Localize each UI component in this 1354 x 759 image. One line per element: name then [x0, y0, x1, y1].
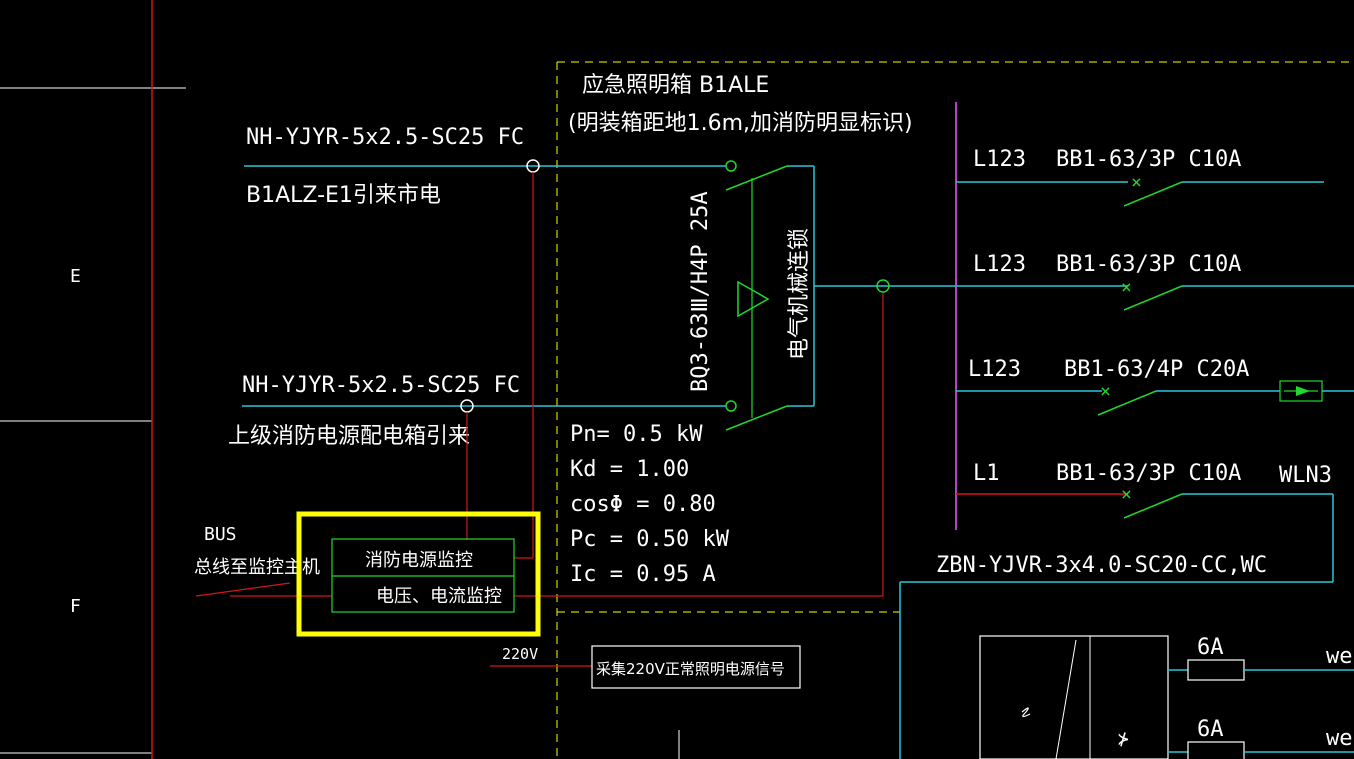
ac-symbol-icon: [1021, 707, 1031, 718]
fuse-2-icon: [1187, 741, 1245, 759]
circuit-4-cable: ZBN-YJVR-3x4.0-SC20-CC,WC: [936, 553, 1267, 578]
fuse-1-icon: [1187, 659, 1245, 681]
fuse-1-rating: 6A: [1197, 635, 1224, 660]
param-ic: Ic = 0.95 A: [570, 562, 716, 587]
param-pn: Pn= 0.5 kW: [570, 422, 703, 447]
feeder-1-source-label: B1ALZ-E1引来市电: [246, 183, 441, 208]
circuit-1: L123 BB1-63/3P C10A ×: [956, 147, 1324, 207]
distribution-box-outline: [556, 61, 1354, 759]
volt-current-monitor-label: 电压、电流监控: [376, 586, 502, 607]
circuit-3-breaker: BB1-63/4P C20A: [1064, 357, 1249, 382]
circuit-2-phase: L123: [973, 252, 1026, 277]
breaker-cross-icon: ×: [1100, 381, 1111, 402]
param-pc: Pc = 0.50 kW: [570, 527, 730, 552]
load-parameters: Pn= 0.5 kW Kd = 1.00 cosΦ = 0.80 Pc = 0.…: [570, 422, 730, 587]
terminal-icon: [725, 160, 737, 172]
bus-desc: 总线至监控主机: [194, 557, 320, 578]
highlight-frame: [296, 511, 541, 637]
interlock-label: 电气机械连锁: [787, 228, 812, 360]
signal-collect-label: 采集220V正常照明电源信号: [596, 660, 785, 678]
breaker-cross-icon: ×: [1121, 484, 1132, 505]
feeder-2-source-label: 上级消防电源配电箱引来: [228, 424, 470, 449]
signal-voltage-label: 220V: [502, 645, 538, 663]
circuit-2-breaker: BB1-63/3P C10A: [1056, 252, 1241, 277]
lower-equipment: ⊁ 6A we 6A we: [979, 635, 1354, 759]
fire-power-monitor-label: 消防电源监控: [365, 550, 473, 571]
box-note: (明装箱距地1.6m,加消防明显标识): [568, 111, 913, 136]
feeder-1: NH-YJYR-5x2.5-SC25 FC B1ALZ-E1引来市电: [244, 125, 737, 208]
feeder-2-cable-label: NH-YJYR-5x2.5-SC25 FC: [242, 373, 520, 398]
fuse-2-tag: we: [1326, 726, 1353, 751]
circuit-1-breaker: BB1-63/3P C10A: [1056, 147, 1241, 172]
left-panel: E F: [0, 0, 186, 759]
output-node-icon: [876, 279, 890, 293]
circuit-4-tag: WLN3: [1279, 463, 1332, 488]
monitor-module[interactable]: 消防电源监控 电压、电流监控: [296, 511, 541, 637]
bus-label: BUS: [204, 524, 237, 545]
charger-symbol-icon: ⊁: [1118, 729, 1129, 750]
ats-model-label: BQ3-63Ⅲ/H4P 25A: [688, 191, 713, 392]
param-kd: Kd = 1.00: [570, 457, 689, 482]
signal-collect-box: [591, 645, 801, 689]
main-output: [814, 102, 957, 530]
row-label-e: E: [70, 266, 81, 287]
circuit-4-phase: L1: [973, 461, 1000, 486]
feeder-1-cable-label: NH-YJYR-5x2.5-SC25 FC: [246, 125, 524, 150]
monitoring-wires: [195, 172, 884, 667]
circuit-2: L123 BB1-63/3P C10A ×: [956, 252, 1354, 311]
circuit-3: L123 BB1-63/4P C20A ×: [956, 357, 1354, 416]
fuse-2-rating: 6A: [1197, 717, 1224, 742]
circuit-4: L1 BB1-63/3P C10A WLN3 × ZBN-YJVR-3x4.0-…: [899, 461, 1334, 759]
feeder-2: NH-YJYR-5x2.5-SC25 FC 上级消防电源配电箱引来: [228, 373, 737, 449]
box-title: 应急照明箱 B1ALE: [582, 73, 769, 98]
interlock-triangle-icon: [737, 280, 770, 318]
fuse-1-tag: we: [1326, 644, 1353, 669]
ats-switch: BQ3-63Ⅲ/H4P 25A 电气机械连锁: [688, 165, 815, 431]
circuit-4-breaker: BB1-63/3P C10A: [1056, 461, 1241, 486]
circuit-3-phase: L123: [968, 357, 1021, 382]
breaker-cross-icon: ×: [1121, 277, 1132, 298]
breaker-cross-icon: ×: [1131, 172, 1142, 193]
row-label-f: F: [70, 596, 81, 617]
param-cos: cosΦ = 0.80: [570, 492, 716, 517]
circuit-1-phase: L123: [973, 147, 1026, 172]
terminal-icon: [725, 400, 737, 412]
